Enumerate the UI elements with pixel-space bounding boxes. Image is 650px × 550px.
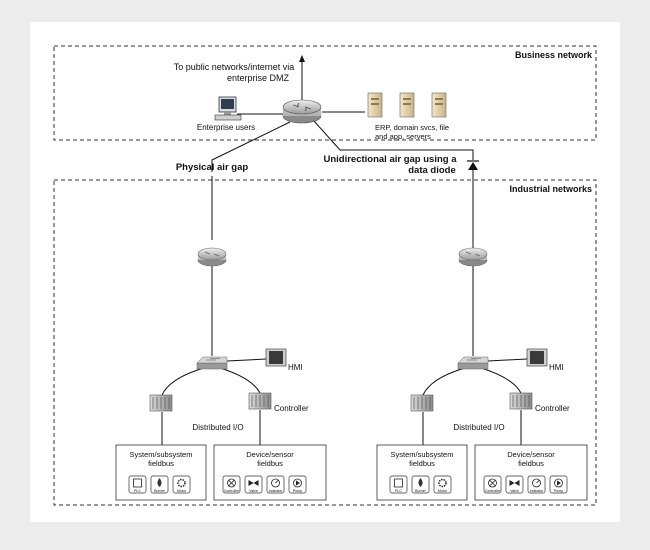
right-system-fieldbus-label-line2: fieldbus: [409, 459, 435, 468]
enterprise-users-computer-icon: [214, 96, 242, 121]
right-system-device-plc-icon: [389, 475, 408, 494]
left-device-fieldbus-label-line2: fieldbus: [257, 459, 283, 468]
left-controller-icon: [248, 392, 272, 410]
left-distributed-io-label: Distributed I/O: [192, 423, 243, 432]
right-device-fieldbus-label-line2: fieldbus: [518, 459, 544, 468]
right-device-device-controller-icon: [483, 475, 502, 494]
left-controller-label: Controller: [274, 404, 309, 413]
left-switch-to-io-link: [161, 367, 205, 396]
left-device-device-label: Pump: [293, 489, 302, 493]
right-device-fieldbus-label-line1: Device/sensor: [507, 450, 555, 459]
public-networks-label-line1: To public networks/internet via: [174, 62, 295, 72]
left-system-device-plc-icon: [128, 475, 147, 494]
right-hmi-label: HMI: [549, 363, 564, 372]
right-device-device-pump-icon: [549, 475, 568, 494]
public-networks-label-line2: enterprise DMZ: [227, 73, 290, 83]
servers-label-line2: and app. servers: [375, 132, 431, 141]
servers-label-line1: ERP, domain svcs, file: [375, 123, 449, 132]
right-system-device-label: Burner: [415, 489, 427, 493]
left-device-device-label: Controller: [224, 489, 240, 493]
industrial-network-zone: [53, 179, 597, 506]
physical-gap-upper-link: [211, 121, 291, 172]
right-system-device-label: Motor: [438, 489, 448, 493]
right-switch-to-controller-link: [480, 367, 522, 394]
right-device-device-label: Pump: [554, 489, 563, 493]
right-hmi-icon: [526, 348, 548, 367]
left-device-device-label: Indicator: [269, 489, 284, 493]
left-distributed-io-icon: [149, 394, 173, 412]
data-diode-icon: [467, 160, 479, 170]
physical-air-gap-label: Physical air gap: [176, 162, 249, 173]
right-device-device-label: Valve: [510, 489, 519, 493]
left-system-device-label: PLC: [134, 489, 141, 493]
data-diode-label-line2: data diode: [408, 165, 456, 176]
left-hmi-icon: [265, 348, 287, 367]
right-system-fieldbus-label-line1: System/subsystem: [391, 450, 454, 459]
diagram-canvas: [30, 22, 620, 522]
right-device-device-label: Indicator: [530, 489, 545, 493]
right-switch-to-hmi-link: [487, 358, 528, 362]
right-site-switch-icon: [457, 356, 489, 370]
business-network-zone: [53, 45, 597, 141]
right-controller-label: Controller: [535, 404, 570, 413]
right-system-device-burner-icon: [411, 475, 430, 494]
left-system-device-motor-icon: [172, 475, 191, 494]
left-device-device-controller-icon: [222, 475, 241, 494]
right-distributed-io-label: Distributed I/O: [453, 423, 504, 432]
left-switch-to-hmi-link: [226, 358, 267, 362]
right-device-device-label: Controller: [485, 489, 501, 493]
core-router-icon: [282, 99, 322, 124]
left-site-router-icon: [197, 247, 227, 267]
left-system-device-label: Motor: [177, 489, 187, 493]
industrial-networks-label: Industrial networks: [509, 184, 592, 194]
left-device-device-label: Valve: [249, 489, 258, 493]
left-hmi-label: HMI: [288, 363, 303, 372]
data-diode-label-line1: Unidirectional air gap using a: [323, 154, 457, 165]
left-system-device-burner-icon: [150, 475, 169, 494]
left-device-device-valve-icon: [244, 475, 263, 494]
right-distributed-io-icon: [410, 394, 434, 412]
left-site-switch-icon: [196, 356, 228, 370]
left-system-fieldbus-label-line1: System/subsystem: [130, 450, 193, 459]
left-switch-to-controller-link: [219, 367, 261, 394]
business-network-label: Business network: [515, 50, 593, 60]
right-controller-icon: [509, 392, 533, 410]
diode-upper-link: [313, 120, 474, 160]
left-device-device-indicator-icon: [266, 475, 285, 494]
right-system-device-label: PLC: [395, 489, 402, 493]
left-device-fieldbus-label-line1: Device/sensor: [246, 450, 294, 459]
enterprise-users-label: Enterprise users: [197, 123, 255, 132]
left-system-device-label: Burner: [154, 489, 166, 493]
left-system-fieldbus-label-line2: fieldbus: [148, 459, 174, 468]
internet-uplink: [299, 55, 305, 104]
right-site-router-icon: [458, 247, 488, 267]
left-device-device-pump-icon: [288, 475, 307, 494]
right-device-device-indicator-icon: [527, 475, 546, 494]
enterprise-servers-icon: [367, 92, 447, 118]
right-system-device-motor-icon: [433, 475, 452, 494]
right-device-device-valve-icon: [505, 475, 524, 494]
right-switch-to-io-link: [422, 367, 466, 396]
